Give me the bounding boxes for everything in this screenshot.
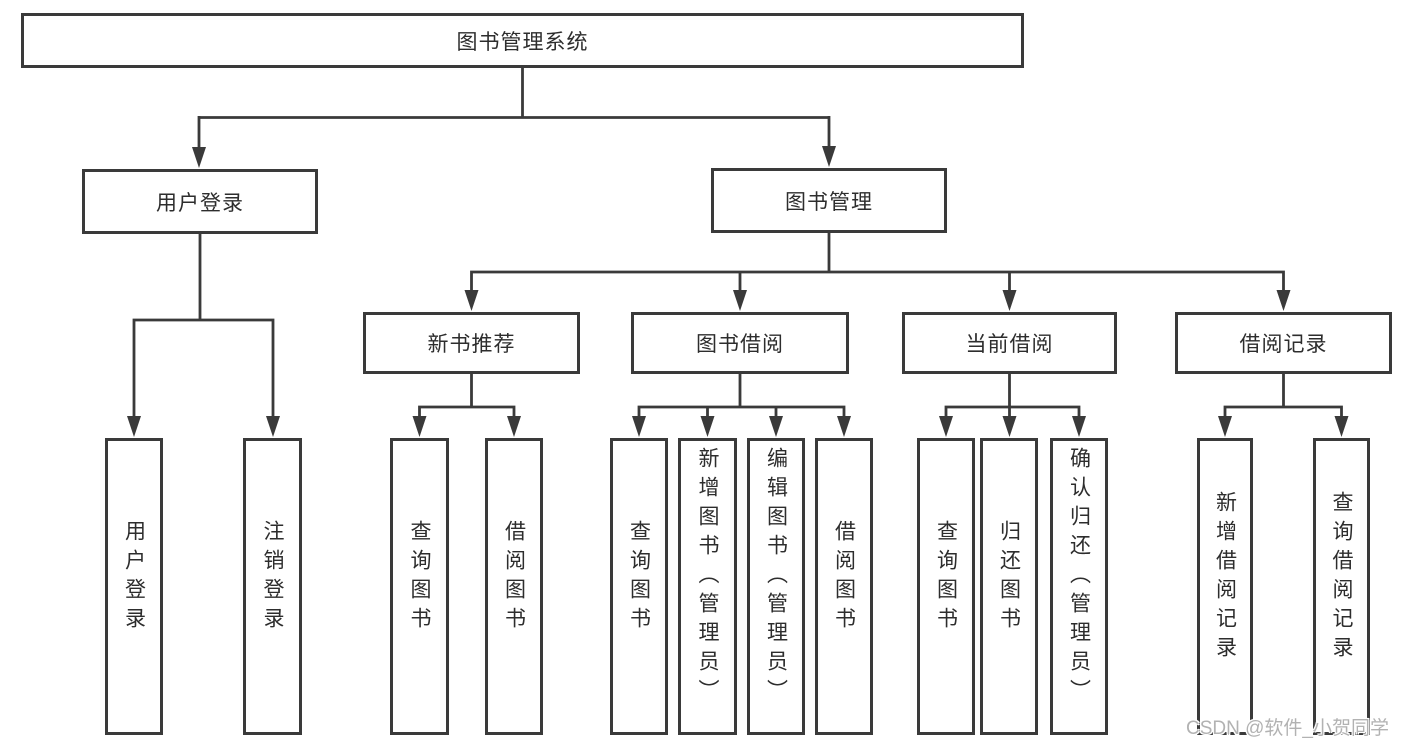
connector-root-to-level2 (197, 68, 831, 151)
node-new-book-recommend: 新书推荐 (363, 312, 580, 374)
node-user-login: 用户登录 (82, 169, 318, 234)
leaf-user-login: 用户登录 (105, 438, 163, 735)
leaf-recommend-query-books: 查询图书 (390, 438, 449, 735)
leaf-borrow-edit-books-admin: 编辑图书（管理员） (747, 438, 805, 735)
leaf-logout: 注销登录 (243, 438, 302, 735)
connector-currentborrow-to-leaves (944, 374, 1081, 421)
connector-userlogin-to-leaves (132, 234, 275, 421)
node-book-borrowing: 图书借阅 (631, 312, 849, 374)
leaf-records-query-record: 查询借阅记录 (1313, 438, 1370, 735)
arrowheads (127, 146, 1349, 437)
node-borrowing-records: 借阅记录 (1175, 312, 1392, 374)
leaf-borrow-add-books-admin: 新增图书（管理员） (678, 438, 737, 735)
csdn-watermark: CSDN @软件_小贺同学 (1186, 718, 1389, 739)
connector-newbookrec-to-leaves (418, 374, 516, 421)
leaf-borrow-borrow-books: 借阅图书 (815, 438, 873, 735)
leaf-borrow-query-books: 查询图书 (610, 438, 668, 735)
connector-bookborrow-to-leaves (637, 374, 846, 421)
node-current-borrowing: 当前借阅 (902, 312, 1117, 374)
leaf-current-return-books: 归还图书 (980, 438, 1038, 735)
node-book-management: 图书管理 (711, 168, 947, 233)
leaf-current-query-books: 查询图书 (917, 438, 975, 735)
leaf-current-confirm-return-admin: 确认归还（管理员） (1050, 438, 1108, 735)
connector-borrowrecords-to-leaves (1223, 374, 1343, 421)
leaf-records-add-record: 新增借阅记录 (1197, 438, 1253, 735)
leaf-recommend-borrow-books: 借阅图书 (485, 438, 543, 735)
connector-bookmgmt-to-level3 (470, 233, 1285, 295)
node-root-system: 图书管理系统 (21, 13, 1024, 68)
